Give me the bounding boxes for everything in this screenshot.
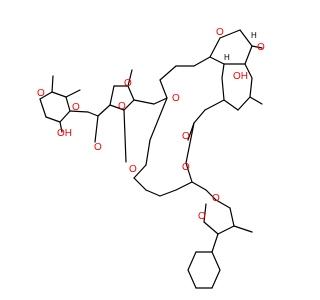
bond-41: [193, 109, 206, 124]
atom-label-h-top: H: [251, 31, 257, 40]
bond-31: [209, 56, 225, 65]
bond-48: [229, 207, 235, 227]
structure-svg: OH O O O O O O O O OH O O O O O H H: [37, 27, 265, 289]
bond-44: [185, 162, 193, 183]
bond-63: [187, 269, 197, 289]
bond-54: [145, 189, 161, 197]
bond-13: [109, 104, 125, 111]
atom-label-ring-top: O: [216, 27, 224, 38]
bond-26: [209, 37, 221, 58]
bond-8: [69, 110, 89, 113]
bond-6: [51, 75, 54, 93]
atom-label-glyco2: O: [172, 93, 180, 104]
bond-28: [239, 29, 253, 47]
bond-2: [65, 96, 71, 112]
bond-39: [251, 45, 263, 49]
atom-label-hydroxyl: OH: [233, 71, 248, 82]
atom-label-lactone-ester: O: [182, 162, 190, 173]
bond-60: [211, 251, 221, 271]
atom-label-sugar2-ring: O: [124, 78, 132, 89]
bond-20: [133, 99, 155, 105]
bond-43: [185, 122, 195, 164]
bond-23: [159, 65, 177, 81]
bond-15: [127, 85, 135, 101]
bond-18: [127, 69, 133, 87]
bond-51: [203, 203, 207, 223]
bond-40: [204, 99, 225, 111]
bond-4: [45, 116, 61, 123]
bond-1: [51, 91, 67, 98]
bond-34: [237, 96, 251, 111]
bond-36: [221, 77, 225, 101]
atom-label-h-mid: H: [224, 53, 230, 62]
atom-label-sugar2-ome: O: [129, 164, 137, 175]
bond-29: [244, 45, 253, 65]
atom-label-lactone-carbonyl: O: [182, 131, 190, 142]
bond-55: [133, 177, 147, 191]
bond-45: [191, 181, 207, 191]
bond-38: [249, 96, 263, 105]
bond-57: [145, 139, 151, 166]
bond-22: [159, 79, 168, 99]
bond-66: [233, 225, 253, 233]
bond-17: [109, 85, 115, 106]
atom-label-sugar1-ring: O: [72, 102, 80, 113]
bond-0: [39, 91, 53, 100]
bond-7: [59, 121, 63, 133]
bond-19: [123, 109, 127, 163]
bond-52: [175, 181, 193, 191]
bond-47: [215, 199, 231, 209]
bond-59: [211, 233, 219, 253]
molecule-diagram: OH O O O O O O O O OH O O O O O H H: [37, 27, 265, 289]
bond-49: [217, 225, 235, 235]
bond-50: [203, 221, 219, 235]
bond-56: [133, 164, 147, 179]
bond-10: [87, 111, 99, 117]
bond-37: [221, 63, 225, 79]
bond-layer: [39, 29, 263, 289]
bond-5: [39, 98, 47, 118]
bond-46: [205, 189, 217, 201]
bond-58: [149, 97, 168, 141]
bond-21: [153, 97, 168, 105]
bond-64: [187, 251, 197, 271]
bond-32: [244, 63, 253, 79]
bond-12: [97, 104, 111, 117]
bond-25: [193, 56, 211, 67]
bond-27: [219, 29, 241, 39]
bond-33: [249, 77, 253, 98]
atom-label-sugar1-oh: OH: [57, 128, 72, 139]
atom-label-misc: O: [37, 88, 45, 99]
atom-label-sugar1-ome: O: [94, 142, 102, 153]
atom-label-spiro1: O: [212, 193, 220, 204]
atom-label-spiro2: O: [198, 211, 206, 222]
bond-3: [59, 110, 71, 123]
bond-61: [211, 269, 221, 289]
atom-label-ketone: O: [257, 42, 265, 53]
bond-14: [123, 99, 135, 111]
atom-label-glyco1: O: [118, 101, 126, 112]
bond-9: [65, 89, 81, 98]
bond-11: [94, 115, 99, 143]
bond-53: [159, 189, 177, 197]
bond-35: [223, 99, 239, 111]
